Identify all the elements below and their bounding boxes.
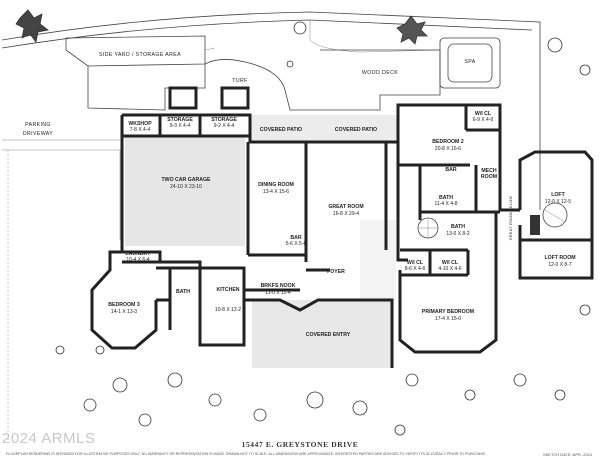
label-primary-bedroom: PRIMARY BEDROOM	[422, 309, 474, 315]
label-stair-note: GREAT ROOM BELOW	[509, 195, 513, 240]
dim-dining: 13-4 X 15-6	[263, 189, 289, 195]
sketch-date: SKETCH DATE: APR. 2024	[542, 452, 592, 457]
label-wkshop: WKSHOP	[128, 121, 152, 127]
label-bath-small: BATH	[176, 289, 190, 295]
label-covered-patio-2: COVERED PATIO	[335, 127, 377, 133]
dim-bath-upper: 11-4 X 4-8	[435, 201, 458, 207]
exterior-walls	[90, 103, 594, 368]
shaded-zones	[125, 115, 398, 368]
label-loft: LOFT	[551, 192, 565, 198]
dim-wic-1: 8-6 X 4-6	[405, 266, 426, 272]
label-bedroom-3: BEDROOM 3	[108, 302, 140, 308]
dim-storage-2: 9-2 X 4-4	[214, 123, 235, 129]
dim-loft-room: 12-0 X 8-7	[548, 262, 572, 268]
label-laundry: LAUNDRY	[125, 251, 151, 257]
label-parking: PARKING	[25, 122, 51, 128]
dim-garage: 24-10 X 23-10	[170, 184, 202, 190]
dim-bath-master: 13-0 X 8-2	[446, 231, 470, 237]
dim-kitchen: 10-8 X 12-2	[215, 307, 241, 313]
label-bar: BAR	[290, 235, 301, 241]
label-wic-2: W/I CL	[442, 260, 459, 266]
side-yard-area	[65, 35, 216, 67]
label-brkfs: BRKFS NOOK	[261, 283, 296, 289]
disclaimer: FLOORPLAN RENDERING IS INTENDED FOR ILLU…	[6, 452, 487, 456]
label-mech-2: ROOM	[481, 174, 497, 180]
dim-bar: 5-6 X 5-6	[286, 241, 307, 247]
label-bath-upper: BATH	[439, 195, 453, 201]
dim-wic-top: 6-9 X 4-6	[473, 117, 494, 123]
label-bar-small: BAR	[445, 167, 456, 173]
label-great-room: GREAT ROOM	[328, 204, 363, 210]
label-bedroom-2: BEDROOM 2	[432, 139, 464, 145]
label-dining: DINING ROOM	[258, 182, 294, 188]
dim-bedroom-3: 14-1 X 13-3	[111, 309, 137, 315]
room-labels: SIDE YARD / STORAGE AREA TURF WOOD DECK …	[23, 52, 576, 338]
label-kitchen: KITCHEN	[216, 287, 239, 293]
label-spa: SPA	[464, 59, 475, 65]
dim-bedroom-2: 20-8 X 16-6	[435, 146, 461, 152]
turf-area	[87, 20, 441, 111]
label-bath-master: BATH	[451, 224, 465, 230]
small-structure	[168, 86, 250, 110]
street-address: 15447 E. GREYSTONE DRIVE	[241, 440, 359, 449]
label-garage: TWO CAR GARAGE	[162, 177, 212, 183]
spa-deck	[320, 37, 501, 96]
dim-wkshop: 7-8 X 4-4	[130, 127, 151, 133]
label-wic-1: W/I CL	[407, 260, 424, 266]
label-loft-room: LOFT ROOM	[544, 255, 575, 261]
label-foyer: FOYER	[327, 269, 345, 275]
label-wood-deck: WOOD DECK	[362, 70, 398, 76]
label-wic-top: W/I CL	[475, 111, 492, 117]
site-lines	[1, 11, 541, 440]
watermark: 2024 ARMLS	[2, 430, 96, 447]
label-side-yard: SIDE YARD / STORAGE AREA	[99, 52, 181, 58]
label-turf: TURF	[232, 78, 247, 84]
landscape-trees	[15, 9, 591, 436]
dim-loft: 12-0 X 12-5	[545, 199, 571, 205]
spiral-stairs	[417, 202, 568, 239]
dim-wic-2: 4-10 X 4-6	[438, 266, 462, 272]
label-driveway: DRIVEWAY	[23, 131, 53, 137]
dim-storage-1: 9-3 X 4-4	[170, 123, 191, 129]
interior-walls	[122, 105, 592, 330]
label-mech: MECH	[481, 168, 497, 174]
dim-laundry: 10-4 X 6-4	[126, 257, 150, 263]
dim-great-room: 16-8 X 29-4	[333, 211, 359, 217]
label-covered-patio-1: COVERED PATIO	[260, 127, 302, 133]
dim-brkfs: 11-0 X 11-4	[265, 290, 291, 296]
label-covered-entry: COVERED ENTRY	[306, 332, 351, 338]
label-storage-2: STORAGE	[211, 117, 237, 123]
dim-primary-bedroom: 17-4 X 15-0	[435, 316, 461, 322]
label-storage-1: STORAGE	[167, 117, 193, 123]
